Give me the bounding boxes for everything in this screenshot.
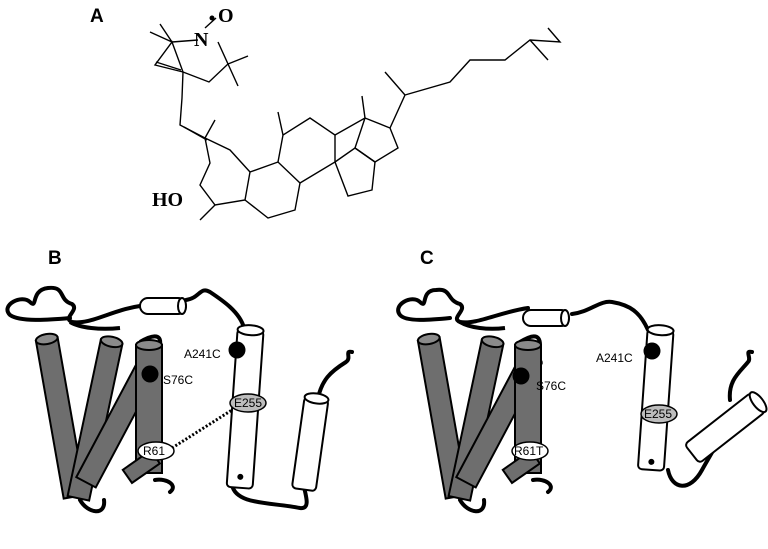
small-helix-c <box>522 309 570 327</box>
panel-b-a241c-label: A241C <box>184 347 221 361</box>
r61t-ellipse <box>511 441 549 461</box>
s76c-spin-label-dot <box>141 365 159 383</box>
small-helix <box>139 297 187 315</box>
panel-b-e255-label: E255 <box>234 396 262 410</box>
panel-c-label: C <box>420 248 434 269</box>
nitroxide-n: N <box>194 29 209 51</box>
panel-c-e255-label: E255 <box>644 407 672 421</box>
white-helix-short <box>291 392 330 492</box>
panel-b-label: B <box>48 248 62 269</box>
white-helix-tilted-c <box>685 391 768 463</box>
radical-dot <box>209 15 215 21</box>
panel-b-r61-label: R61 <box>143 444 165 458</box>
panel-c-s76c-label: S76C <box>536 379 566 393</box>
panel-c-r61t-label: R61T <box>514 444 544 458</box>
r61-ellipse <box>137 441 175 461</box>
a241c-spin-label-dot <box>228 341 246 359</box>
panel-b-s76c-label: S76C <box>163 373 193 387</box>
salt-bridge-line <box>171 408 233 450</box>
s76c-spin-label-dot-c <box>512 367 530 385</box>
e255-ellipse <box>229 393 267 413</box>
a241c-spin-label-dot-c <box>643 342 661 360</box>
molecule-structure <box>149 23 562 221</box>
white-helix-tall-c <box>637 324 675 472</box>
panel-c-a241c-label: A241C <box>596 351 633 365</box>
panel-a-label: A <box>90 6 104 27</box>
hydroxyl-label: HO <box>152 189 183 211</box>
nitroxide-o: O <box>218 5 234 27</box>
panel-c-protein <box>396 287 768 514</box>
e255-ellipse-c <box>640 404 678 424</box>
panel-b-protein <box>5 285 354 514</box>
no-bond <box>204 17 217 29</box>
